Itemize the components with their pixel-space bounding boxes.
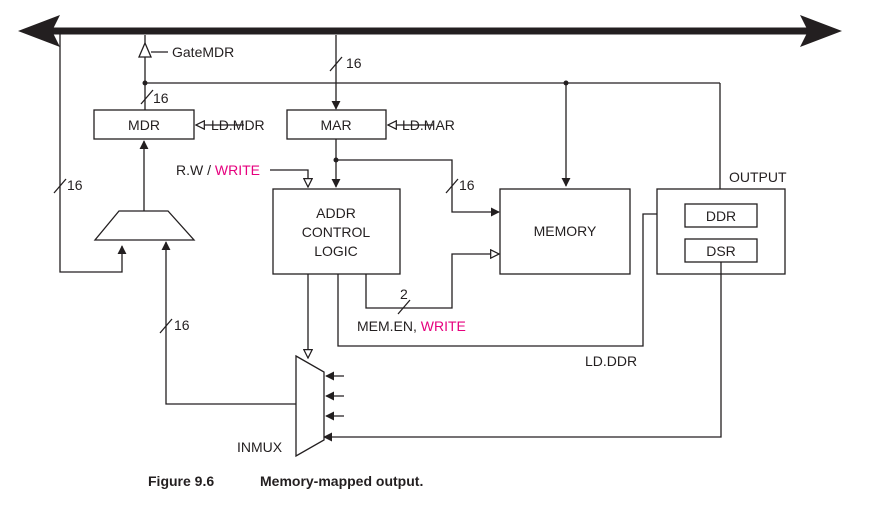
inmux-width-label: 16: [174, 317, 190, 333]
mem-en-write-wire: [365, 254, 499, 315]
output-label: OUTPUT: [729, 169, 787, 185]
mar-input-wire: [329, 35, 343, 110]
dsr-label: DSR: [706, 243, 736, 259]
ddr-label: DDR: [706, 208, 736, 224]
mdr-register: [93, 109, 195, 140]
memory-label: MEMORY: [534, 223, 597, 239]
figure-caption: Figure 9.6 Memory-mapped output.: [148, 473, 423, 489]
inmux-input-arrows: [325, 371, 344, 421]
memory-mapped-output-diagram: GateMDR 16 16 MDR LD.MDR MAR LD.MAR 16 1…: [18, 15, 842, 458]
mdr-label: MDR: [128, 117, 160, 133]
gate-mdr-tristate: [138, 35, 168, 83]
mdr-width-label: 16: [153, 90, 169, 106]
memory-address-width-label: 16: [459, 177, 475, 193]
mem-en-width-label: 2: [400, 286, 408, 302]
dsr-to-inmux-wire: [323, 262, 722, 442]
ld-ddr-wire: [337, 214, 683, 347]
addr-control-logic-line3: LOGIC: [314, 243, 358, 259]
figure-title: Memory-mapped output.: [260, 473, 424, 489]
system-bus: [18, 15, 842, 47]
bus-to-mux-wire: [53, 31, 127, 273]
mem-en-write-label: MEM.EN, WRITE: [357, 318, 466, 334]
bus-width-label: 16: [67, 177, 83, 193]
addr-control-logic: [272, 188, 401, 275]
inmux-to-mux-wire: [159, 241, 296, 405]
mdr-input-mux: [93, 210, 196, 241]
gate-mdr-label: GateMDR: [172, 44, 234, 60]
mar-output-wires: [331, 139, 500, 217]
mar-width-label: 16: [346, 55, 362, 71]
inmux: [295, 354, 325, 458]
memory-block: [499, 188, 631, 275]
mar-label: MAR: [320, 117, 351, 133]
ddr-register: [684, 203, 758, 228]
ld-mar-label: LD.MAR: [402, 117, 455, 133]
ld-mdr-label: LD.MDR: [211, 117, 265, 133]
addr-control-logic-line2: CONTROL: [302, 224, 371, 240]
figure-number: Figure 9.6: [148, 473, 215, 489]
ld-ddr-label: LD.DDR: [585, 353, 637, 369]
mar-register: [286, 109, 387, 140]
rw-write-label: R.W / WRITE: [176, 162, 260, 178]
addr-control-logic-line1: ADDR: [316, 205, 356, 221]
mdr-output-wires: [140, 80, 725, 205]
inmux-label: INMUX: [237, 439, 283, 455]
